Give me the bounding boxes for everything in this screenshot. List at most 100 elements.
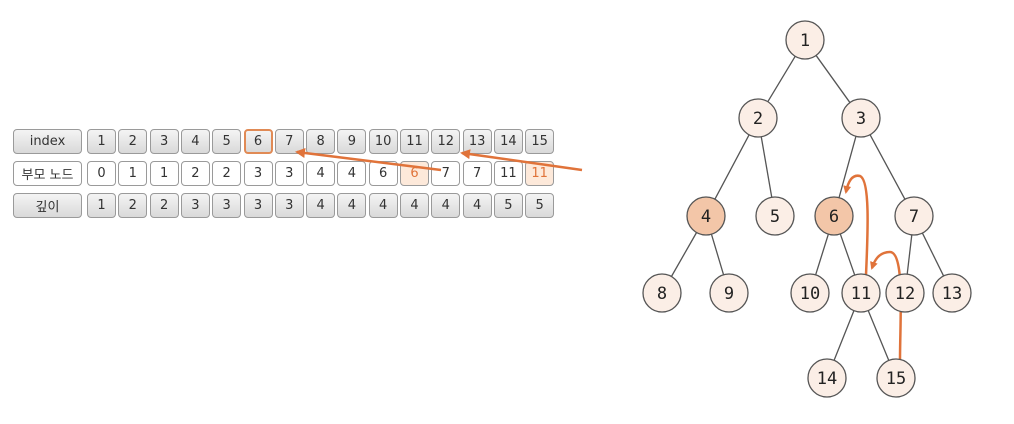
depth-cell: 3	[212, 193, 242, 218]
parent-cell: 11	[493, 161, 523, 186]
parent-cell: 11	[525, 161, 555, 186]
index-cell: 1	[87, 129, 116, 154]
tree-node-1: 1	[785, 20, 825, 60]
tree-node-15: 15	[876, 358, 916, 398]
edge-4-8	[670, 232, 698, 277]
node-label: 4	[701, 207, 711, 227]
node-circle	[709, 273, 749, 313]
node-circle	[686, 196, 726, 236]
depth-cell: 3	[274, 193, 304, 218]
edge-2-4	[714, 134, 750, 200]
node-label: 1	[800, 31, 810, 51]
index-cell: 2	[118, 129, 148, 154]
parent-cell: 4	[306, 161, 336, 186]
node-label: 11	[851, 284, 871, 304]
node-circle	[814, 196, 854, 236]
node-label: 6	[829, 207, 839, 227]
depth-cell: 3	[243, 193, 273, 218]
depth-cell: 1	[87, 193, 116, 218]
parent-cell: 1	[118, 161, 148, 186]
edge-11-15	[867, 310, 890, 361]
depth-cell: 4	[462, 193, 492, 218]
parent-cell: 7	[431, 161, 461, 186]
tree-node-5: 5	[755, 196, 795, 236]
index-cell: 6	[243, 129, 273, 154]
node-circle	[841, 98, 881, 138]
node-label: 12	[895, 284, 915, 304]
tree-node-6: 6	[814, 196, 854, 236]
edge-6-11	[839, 233, 856, 276]
row-header-index: index	[13, 129, 82, 154]
depth-cell: 5	[493, 193, 523, 218]
node-label: 5	[770, 207, 780, 227]
node-circle	[932, 273, 972, 313]
depth-cell: 2	[149, 193, 179, 218]
index-cell: 12	[431, 129, 461, 154]
index-cell: 4	[180, 129, 210, 154]
depth-cell: 3	[180, 193, 210, 218]
parent-cell: 2	[212, 161, 242, 186]
index-cell: 3	[149, 129, 179, 154]
tree-node-3: 3	[841, 98, 881, 138]
edge-1-3	[815, 55, 851, 103]
row-header-depth: 깊이	[13, 193, 82, 218]
node-label: 7	[909, 207, 919, 227]
edge-6-10	[815, 233, 829, 276]
node-circle	[738, 98, 778, 138]
tree-node-2: 2	[738, 98, 778, 138]
index-cell: 9	[337, 129, 367, 154]
node-label: 8	[657, 284, 667, 304]
depth-cell: 4	[400, 193, 429, 218]
arrow-6-to-index-6	[295, 148, 442, 172]
edge-7-12	[906, 234, 913, 275]
arrow-11-to-parent-6	[460, 149, 583, 172]
edge-4-9	[710, 234, 725, 275]
tree-node-7: 7	[894, 196, 934, 236]
index-cell: 11	[400, 129, 429, 154]
tree-node-11: 11	[841, 273, 881, 313]
node-circle	[755, 196, 795, 236]
tree-node-9: 9	[709, 273, 749, 313]
depth-cell: 4	[337, 193, 367, 218]
index-cell: 14	[493, 129, 523, 154]
node-circle	[885, 273, 925, 313]
node-circle	[841, 273, 881, 313]
edge-7-13	[921, 232, 945, 277]
depth-cell: 4	[368, 193, 398, 218]
parent-cell: 3	[274, 161, 304, 186]
node-label: 9	[724, 284, 734, 304]
index-cell: 15	[525, 129, 555, 154]
edge-3-6	[838, 136, 857, 198]
tree-node-4: 4	[686, 196, 726, 236]
parent-cell: 7	[462, 161, 492, 186]
parent-cell: 4	[337, 161, 367, 186]
node-label: 10	[800, 284, 820, 304]
depth-cell: 2	[118, 193, 148, 218]
node-label: 13	[942, 284, 962, 304]
tree-node-10: 10	[790, 273, 830, 313]
tree-node-14: 14	[807, 358, 847, 398]
edge-3-7	[869, 134, 906, 200]
row-header-parent: 부모 노드	[13, 161, 82, 186]
parent-cell: 3	[243, 161, 273, 186]
depth-cell: 5	[525, 193, 555, 218]
arrow-15-to-11	[870, 250, 903, 361]
node-circle	[785, 20, 825, 60]
index-cell: 8	[306, 129, 336, 154]
node-circle	[642, 273, 682, 313]
edge-1-2	[767, 55, 796, 103]
edge-2-5	[760, 136, 773, 198]
tree-node-13: 13	[932, 273, 972, 313]
node-label: 14	[817, 369, 837, 389]
node-label: 3	[856, 109, 866, 129]
arrow-11-to-6	[843, 174, 869, 276]
index-cell: 5	[212, 129, 242, 154]
node-circle	[807, 358, 847, 398]
depth-cell: 4	[431, 193, 461, 218]
node-circle	[894, 196, 934, 236]
node-circle	[876, 358, 916, 398]
index-cell: 10	[368, 129, 398, 154]
parent-cell: 0	[87, 161, 116, 186]
